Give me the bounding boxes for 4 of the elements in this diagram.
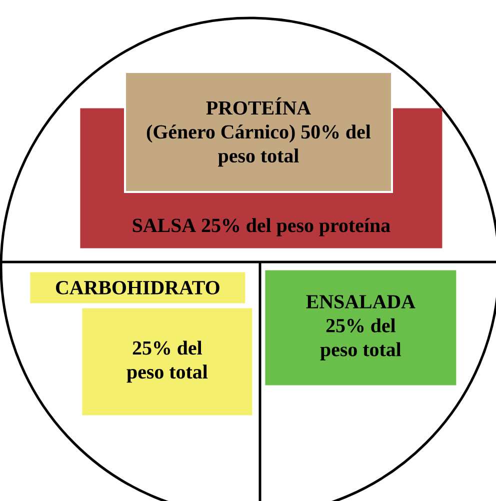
protein-box: PROTEÍNA (Género Cárnico) 50% del peso total [124,71,393,193]
salad-box: ENSALADA 25% del peso total [265,270,456,386]
carbohydrate-label-box: CARBOHIDRATO [30,272,246,304]
carbohydrate-box: 25% del peso total [82,308,252,416]
